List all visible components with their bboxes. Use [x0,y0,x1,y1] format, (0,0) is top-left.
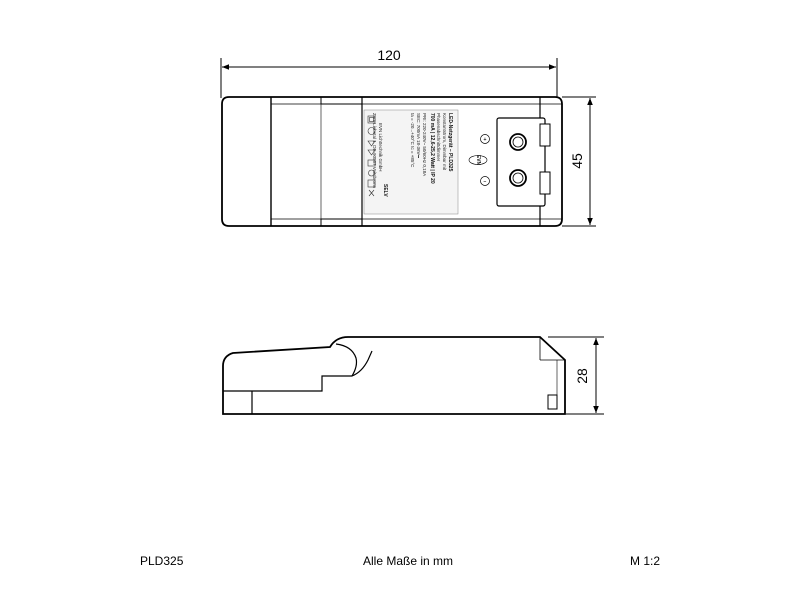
housing-side-outline [222,336,566,415]
terminal-minus [509,169,527,187]
terminal-plus [509,133,527,151]
plus-sign: + [484,137,487,143]
top-view: 120 45 LED-Netzgerät – PLD325 Konstantst [220,47,596,227]
units-note: Alle Maße in mm [363,554,454,568]
label-pri: PRI: 220-240V~ 50/60Hz 0,18A [422,113,427,176]
label-line1: Konstantstrom, Dimmbar mit [442,113,447,171]
height-label: 28 [574,368,590,384]
product-label: LED-Netzgerät – PLD325 Konstantstrom, Di… [363,109,459,215]
length-label: 120 [377,47,401,63]
label-company1: EVN Lichttechnik GmbH [378,123,383,172]
width-dimension: 45 [562,96,596,227]
side-view: 28 [222,336,604,415]
label-line2: Phasenabschnittdimmer [436,113,441,162]
label-line3: 700 mA | 12,6-25,2 Watt | IP 20 [429,113,435,184]
label-temps: ta = -20...+40°C tc = +85°C [410,113,415,168]
length-dimension: 120 [220,47,558,98]
scale-label: M 1:2 [630,554,661,568]
height-dimension: 28 [548,336,604,415]
width-label: 45 [569,153,585,169]
label-selv: SELV [382,184,388,197]
label-title: LED-Netzgerät – PLD325 [447,113,453,172]
evn-logo: EVN [468,155,488,166]
certification-symbols [367,115,376,197]
terminal-block [496,117,551,207]
polarity-markers: + − [480,134,490,186]
model-label: PLD325 [140,554,184,568]
label-sec: SEC: 700mA 18-36V⎓ [416,113,421,159]
minus-sign: − [484,179,487,185]
logo-text: EVN [475,155,481,166]
